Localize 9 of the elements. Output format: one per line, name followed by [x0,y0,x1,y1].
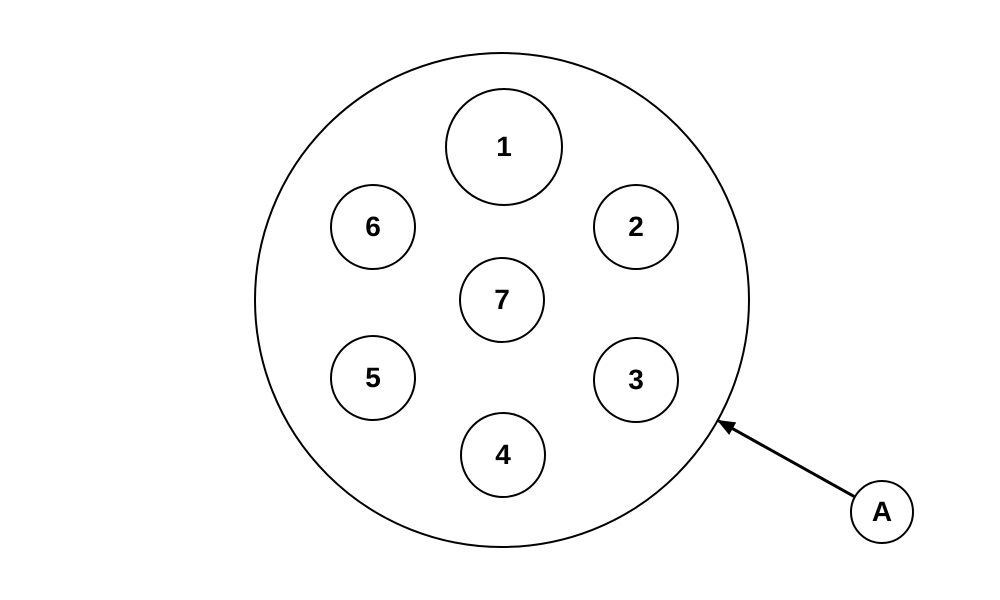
callout-letter: A [872,496,892,528]
pin-number: 7 [494,284,510,316]
pin-number: 5 [365,362,381,394]
pin-number: 3 [628,364,644,396]
pin-number: 6 [365,211,381,243]
pin-number: 2 [628,211,644,243]
pin-number: 4 [495,439,511,471]
leader-arrow [717,420,855,498]
pin-number: 1 [496,131,512,163]
